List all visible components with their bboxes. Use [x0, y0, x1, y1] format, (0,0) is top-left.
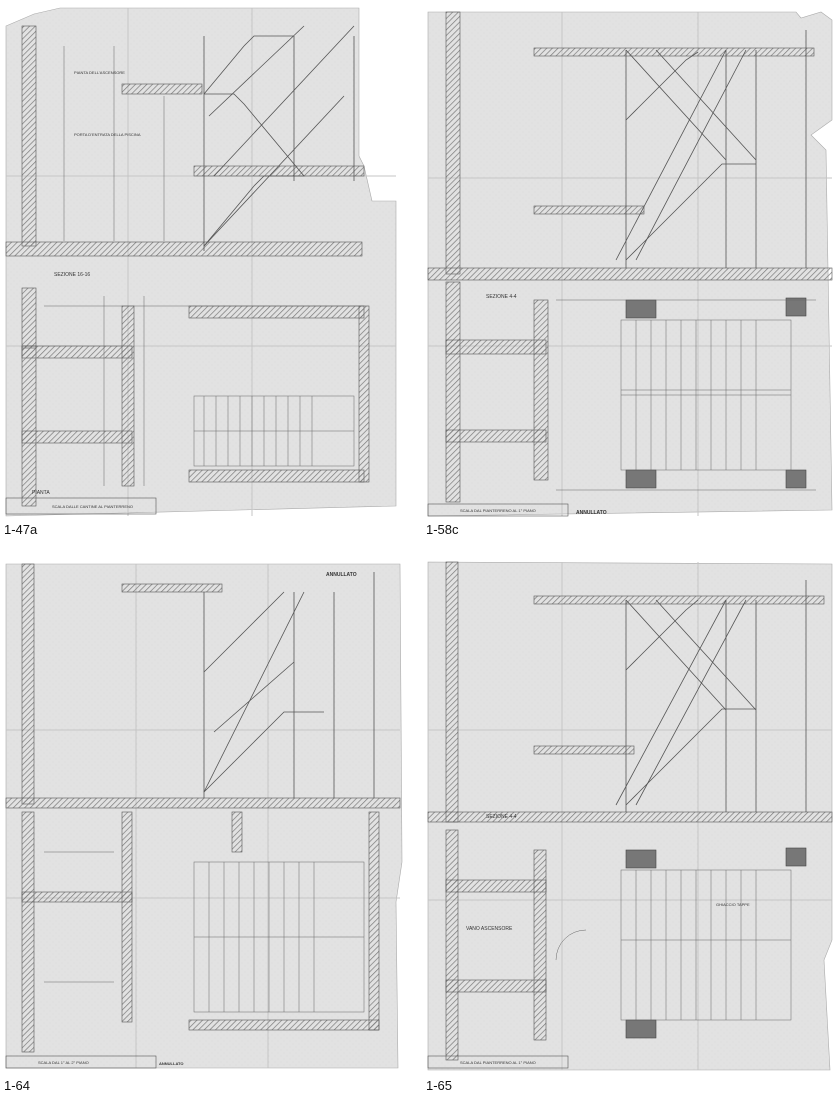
section-label: SEZIONE 16-16 [54, 272, 90, 278]
annullato-stamp-bottom: ANNULLATO [159, 1061, 184, 1066]
annullato-stamp: ANNULLATO [576, 510, 607, 516]
drawing-sheet-1-64: ANNULLATO SCALA DAL 1° AL 2° PIANO ANNUL… [4, 562, 404, 1074]
sheet-caption-1-64: 1-64 [4, 1078, 31, 1093]
drawing-sheet-1-58c: SEZIONE 4-4 SCALA DAL PIANTERRENO AL 1° … [426, 10, 834, 520]
sheet-svg-1-64: ANNULLATO SCALA DAL 1° AL 2° PIANO ANNUL… [5, 563, 403, 1069]
section-label: SEZIONE 4-4 [486, 814, 517, 820]
title-block-1-58c [427, 503, 569, 517]
title-block-1-47a [5, 497, 157, 515]
note-1: PIANTA DELL'ASCENSORE [74, 70, 125, 75]
stair-plan-1-58c [556, 299, 816, 491]
note-vano: VANO ASCENSORE [466, 926, 513, 932]
title-block-1-64 [5, 1055, 157, 1069]
drawing-sheet-1-47a: PIANTA DELL'ASCENSORE PORTA D'ENTRATA DE… [4, 6, 398, 518]
staircase-section-1-47a [203, 25, 355, 251]
title-block-text: SCALA DALLE CANTINE AL PIANTERRENO [52, 504, 133, 509]
sheet-svg-1-65: SEZIONE 4-4 VANO ASCENSORE GHIACCIO TAPP… [427, 561, 833, 1071]
sheet-caption-1-47a: 1-47a [4, 522, 38, 537]
sheet-caption-1-65: 1-65 [426, 1078, 453, 1093]
title-block-text: SCALA DAL PIANTERRENO AL 1° PIANO [460, 508, 536, 513]
stair-plan-1-64 [44, 851, 365, 1013]
staircase-section-1-58c [615, 30, 807, 268]
annullato-stamp: ANNULLATO [326, 572, 357, 578]
stair-plan-1-47a [44, 296, 364, 486]
title-block-text: SCALA DAL 1° AL 2° PIANO [38, 1060, 89, 1065]
title-block-1-65 [427, 1055, 569, 1069]
drawing-sheet-1-65: SEZIONE 4-4 VANO ASCENSORE GHIACCIO TAPP… [426, 560, 834, 1074]
note-2: GHIACCIO TAPPE [716, 902, 750, 907]
note-2: PORTA D'ENTRATA DELLA PISCINA [74, 132, 141, 137]
sheet-svg-1-58c: SEZIONE 4-4 SCALA DAL PIANTERRENO AL 1° … [427, 11, 833, 517]
section-label: SEZIONE 4-4 [486, 294, 517, 300]
plan-label: PIANTA [32, 490, 50, 496]
staircase-section-1-65 [615, 580, 807, 812]
title-block-text: SCALA DAL PIANTERRENO AL 1° PIANO [460, 1060, 536, 1065]
sheet-svg-1-47a: PIANTA DELL'ASCENSORE PORTA D'ENTRATA DE… [5, 7, 397, 517]
staircase-section-1-64 [203, 572, 375, 798]
stair-plan-1-65 [555, 869, 792, 1021]
sheet-caption-1-58c: 1-58c [426, 522, 459, 537]
